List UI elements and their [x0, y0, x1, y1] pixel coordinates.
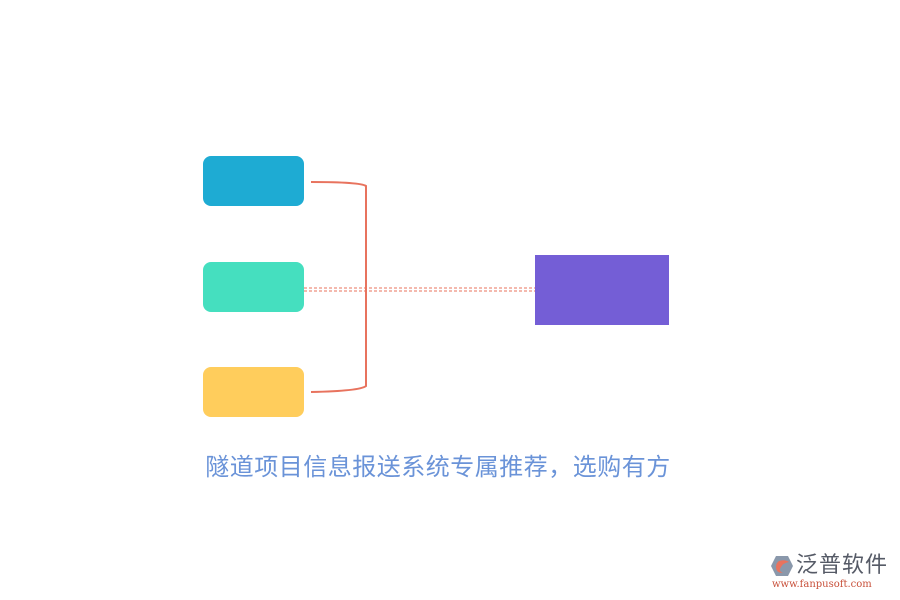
diagram-caption: 隧道项目信息报送系统专属推荐，选购有方: [205, 453, 671, 481]
source-node-2: [203, 262, 304, 312]
logo-url: www.fanpusoft.com: [772, 579, 872, 590]
source-node-3: [203, 367, 304, 417]
logo-name: 泛普软件: [796, 553, 889, 578]
source-node-1: [203, 156, 304, 206]
target-node: [535, 255, 669, 325]
fanpu-logo-icon: [771, 556, 793, 576]
brand-logo: 泛普软件 www.fanpusoft.com: [770, 553, 895, 593]
